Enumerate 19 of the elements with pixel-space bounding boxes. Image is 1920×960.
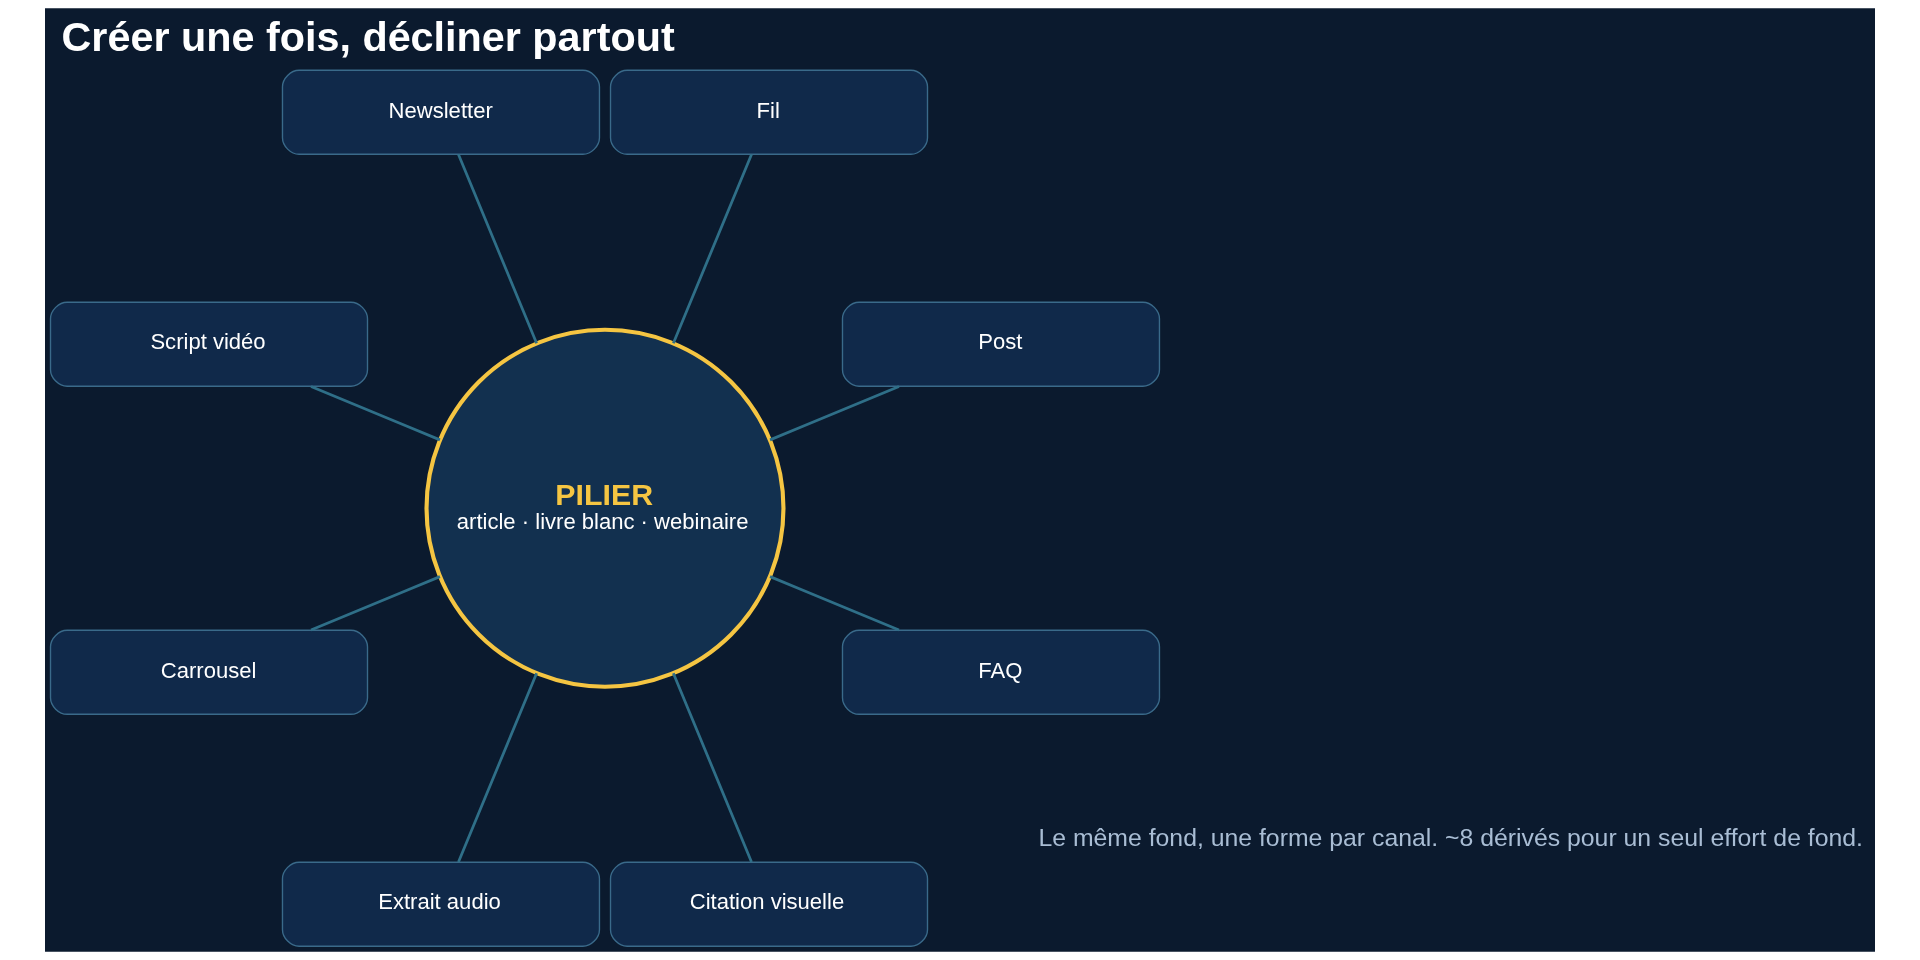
node-box: Newsletter xyxy=(281,69,601,155)
diagram-title: Créer une fois, décliner partout xyxy=(61,13,675,60)
node-box: FAQ xyxy=(841,629,1161,715)
connector xyxy=(672,154,753,344)
caption: Le même fond, une forme par canal. ~8 dérivés pour un seul effort de fond. xyxy=(1038,824,1863,852)
node-circle: PILIER article · livre blanc · webinaire xyxy=(424,327,786,689)
node-box: Extrait audio xyxy=(281,861,601,947)
node-box: Fil xyxy=(609,69,929,155)
node-box: Carrousel xyxy=(49,629,369,715)
connector xyxy=(310,575,441,632)
connector xyxy=(672,672,753,863)
connector xyxy=(310,385,441,442)
node-box: Script vidéo xyxy=(49,301,369,387)
connector xyxy=(769,385,900,442)
connector xyxy=(457,672,538,863)
node-box: Citation visuelle xyxy=(609,861,929,947)
connector xyxy=(769,575,900,632)
connector xyxy=(457,154,538,344)
node-box: Post xyxy=(841,301,1161,387)
